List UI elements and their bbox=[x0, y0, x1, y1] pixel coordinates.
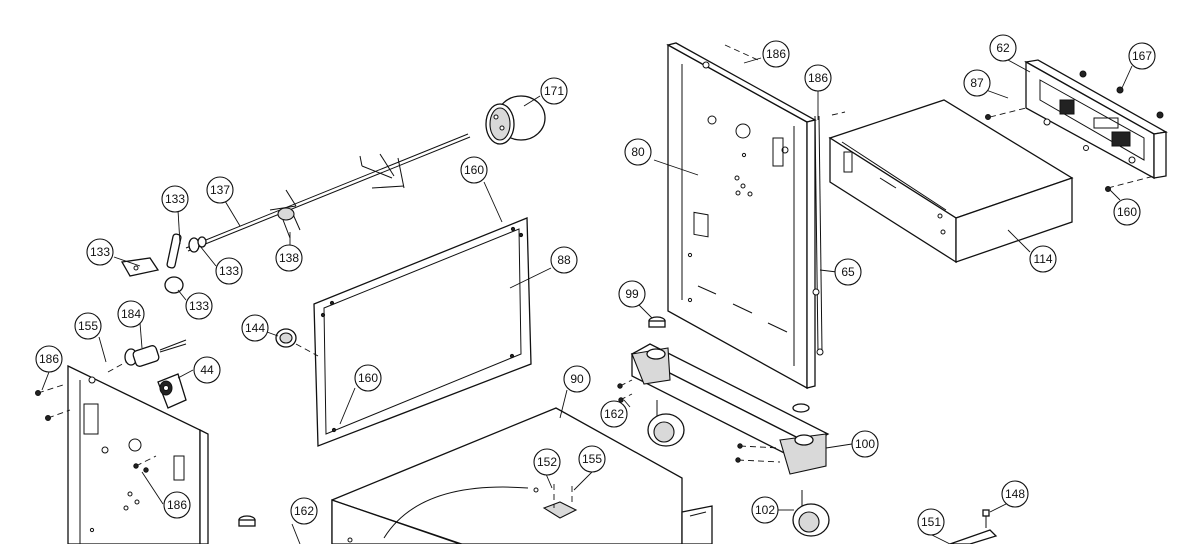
callout-186-b: 186 bbox=[804, 64, 832, 92]
callout-167: 167 bbox=[1128, 42, 1156, 70]
spit-rod-137 bbox=[185, 133, 471, 252]
callout-184: 184 bbox=[117, 300, 145, 328]
callout-99: 99 bbox=[618, 280, 646, 308]
callout-label: 137 bbox=[210, 183, 230, 197]
callout-80: 80 bbox=[624, 138, 652, 166]
callout-100: 100 bbox=[851, 430, 879, 458]
callout-label: 186 bbox=[167, 498, 187, 512]
callout-label: 186 bbox=[808, 71, 828, 85]
callout-label: 152 bbox=[537, 455, 557, 469]
callout-102: 102 bbox=[751, 496, 779, 524]
callout-label: 155 bbox=[582, 452, 602, 466]
callout-label: 102 bbox=[755, 503, 775, 517]
callout-label: 88 bbox=[557, 253, 571, 267]
valve-44 bbox=[157, 373, 187, 409]
bracket-151 bbox=[949, 509, 998, 544]
callout-133-c: 133 bbox=[215, 257, 243, 285]
callout-label: 100 bbox=[855, 437, 875, 451]
callout-162-a: 162 bbox=[600, 400, 628, 428]
callout-186-a: 186 bbox=[762, 40, 790, 68]
side-panel-left bbox=[67, 364, 209, 544]
caster-base-100 bbox=[630, 343, 830, 475]
callout-label: 151 bbox=[921, 515, 941, 529]
callout-label: 162 bbox=[294, 504, 314, 518]
callout-label: 90 bbox=[570, 372, 584, 386]
callout-label: 133 bbox=[189, 299, 209, 313]
callout-114: 114 bbox=[1029, 245, 1057, 273]
callout-label: 114 bbox=[1033, 252, 1052, 266]
drawer-box-114 bbox=[828, 99, 1074, 264]
callout-label: 99 bbox=[625, 287, 639, 301]
callout-151: 151 bbox=[917, 508, 945, 536]
callout-label: 144 bbox=[245, 321, 265, 335]
callout-label: 160 bbox=[1117, 205, 1137, 219]
door-frame-88 bbox=[313, 217, 532, 447]
callout-label: 167 bbox=[1132, 49, 1152, 63]
callout-155-a: 155 bbox=[74, 312, 102, 340]
callout-label: 162 bbox=[604, 407, 624, 421]
callout-label: 184 bbox=[121, 307, 141, 321]
caster-102 bbox=[647, 400, 830, 537]
callout-160-c: 160 bbox=[354, 364, 382, 392]
callout-label: 171 bbox=[544, 84, 564, 98]
side-panel-right bbox=[666, 42, 817, 390]
callout-186-d: 186 bbox=[163, 491, 191, 519]
callout-152: 152 bbox=[533, 448, 561, 476]
callout-label: 133 bbox=[219, 264, 239, 278]
callout-133-a: 133 bbox=[161, 185, 189, 213]
callout-162-b: 162 bbox=[290, 497, 318, 525]
rod-65 bbox=[812, 111, 846, 356]
collar-133 bbox=[120, 233, 207, 294]
callout-label: 160 bbox=[464, 163, 484, 177]
callout-label: 148 bbox=[1005, 487, 1025, 501]
callout-171: 171 bbox=[540, 77, 568, 105]
callout-186-c: 186 bbox=[35, 345, 63, 373]
callout-62: 62 bbox=[989, 34, 1017, 62]
rotisserie-motor-171 bbox=[485, 95, 546, 145]
knob-144 bbox=[275, 328, 319, 357]
callout-label: 133 bbox=[90, 245, 110, 259]
callout-label: 138 bbox=[279, 251, 299, 265]
callout-87: 87 bbox=[963, 69, 991, 97]
callout-155-b: 155 bbox=[578, 445, 606, 473]
callout-label: 186 bbox=[766, 47, 786, 61]
callout-144: 144 bbox=[241, 314, 269, 342]
callout-44: 44 bbox=[193, 356, 221, 384]
callout-133-b: 133 bbox=[86, 238, 114, 266]
callout-138: 138 bbox=[275, 244, 303, 272]
ignitor-184 bbox=[107, 339, 187, 373]
callout-65: 65 bbox=[834, 258, 862, 286]
callout-148: 148 bbox=[1001, 480, 1029, 508]
callout-133-d: 133 bbox=[185, 292, 213, 320]
callout-160-a: 160 bbox=[460, 156, 488, 184]
callout-label: 65 bbox=[841, 265, 855, 279]
callout-label: 160 bbox=[358, 371, 378, 385]
leveler-99 bbox=[238, 316, 810, 527]
callout-88: 88 bbox=[550, 246, 578, 274]
callout-label: 62 bbox=[996, 41, 1010, 55]
callout-label: 186 bbox=[39, 352, 59, 366]
callout-90: 90 bbox=[563, 365, 591, 393]
callout-label: 133 bbox=[165, 192, 185, 206]
callout-160-b: 160 bbox=[1113, 198, 1141, 226]
control-panel-62 bbox=[1024, 59, 1168, 180]
callout-label: 44 bbox=[200, 363, 214, 377]
callout-label: 87 bbox=[970, 76, 984, 90]
callout-137: 137 bbox=[206, 176, 234, 204]
base-tray-90 bbox=[331, 407, 713, 544]
callout-label: 80 bbox=[631, 145, 645, 159]
callout-label: 155 bbox=[78, 319, 98, 333]
spit-fork-138 bbox=[269, 189, 301, 239]
